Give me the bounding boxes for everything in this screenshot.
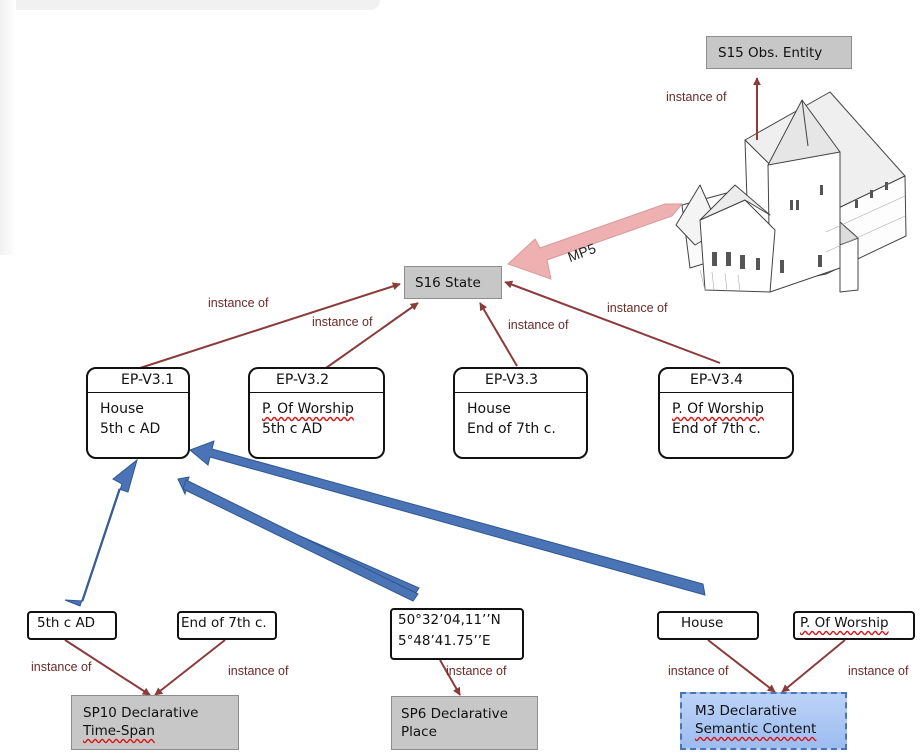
class-sp6-place: SP6 Declarative Place xyxy=(391,696,538,750)
sp10-line1: SP10 Declarative xyxy=(83,705,199,721)
instance-of-label: instance of xyxy=(607,301,668,315)
instance-of-label: instance of xyxy=(312,315,373,329)
sp6-line1: SP6 Declarative xyxy=(401,706,508,722)
instance-of-label: instance of xyxy=(666,90,727,104)
class-s15-label: S15 Obs. Entity xyxy=(718,45,823,61)
value-content-house: House xyxy=(657,611,759,640)
phase-line1: House xyxy=(467,401,511,417)
instance-of-label: instance of xyxy=(508,318,569,332)
instance-of-label: instance of xyxy=(228,664,289,678)
m3-line1: M3 Declarative xyxy=(695,703,797,719)
place-line1: 50°32’04,11’’N xyxy=(398,612,501,628)
place-line2: 5°48’41.75’’E xyxy=(398,633,491,649)
p67-arrow xyxy=(64,458,138,607)
m3-line2: Semantic Content xyxy=(695,721,817,737)
class-sp10-time-span: SP10 Declarative Time-Span xyxy=(71,695,239,750)
phase-id: EP-V3.2 xyxy=(250,369,383,393)
instance-of-label: instance of xyxy=(446,664,507,678)
phase-ep-v3-1: EP-V3.1 House 5th c AD xyxy=(86,367,190,459)
phase-id: EP-V3.4 xyxy=(660,369,792,393)
mp5-arrow xyxy=(507,203,684,280)
church-building-sketch xyxy=(675,91,907,293)
phase-line2: 5th c AD xyxy=(100,421,161,437)
property-arrow-place xyxy=(177,476,420,602)
class-s15-obs-entity: S15 Obs. Entity xyxy=(706,36,852,69)
class-s16-label: S16 State xyxy=(415,275,481,291)
left-panel-edge xyxy=(0,0,16,255)
instance-of-label: instance of xyxy=(668,664,729,678)
value-time-5th-c: 5th c AD xyxy=(27,611,117,640)
phase-line2: End of 7th c. xyxy=(672,421,761,437)
phase-id: EP-V3.1 xyxy=(88,369,188,393)
value-place-coordinates: 50°32’04,11’’N 5°48’41.75’’E xyxy=(390,608,524,660)
instance-of-label: instance of xyxy=(31,660,92,674)
class-m3-semantic-content: M3 Declarative Semantic Content xyxy=(680,692,847,750)
phase-line1: P. Of Worship xyxy=(262,401,354,417)
value-content-worship: P. Of Worship xyxy=(793,611,915,640)
phase-line1: House xyxy=(100,401,144,417)
sp6-line2: Place xyxy=(401,724,437,740)
instance-of-label: instance of xyxy=(208,296,269,310)
sp10-line2: Time-Span xyxy=(83,723,155,739)
property-arrow-content xyxy=(189,440,706,596)
phase-line2: End of 7th c. xyxy=(467,421,556,437)
instance-of-label: instance of xyxy=(848,664,909,678)
top-panel-edge xyxy=(0,0,380,10)
phase-line2: 5th c AD xyxy=(262,421,323,437)
class-s16-state: S16 State xyxy=(404,266,502,299)
phase-ep-v3-2: EP-V3.2 P. Of Worship 5th c AD xyxy=(248,367,385,459)
phase-id: EP-V3.3 xyxy=(455,369,586,393)
instance-of-arrows xyxy=(64,77,846,696)
phase-line1: P. Of Worship xyxy=(672,401,764,417)
value-time-end-7th: End of 7th c. xyxy=(177,611,277,640)
